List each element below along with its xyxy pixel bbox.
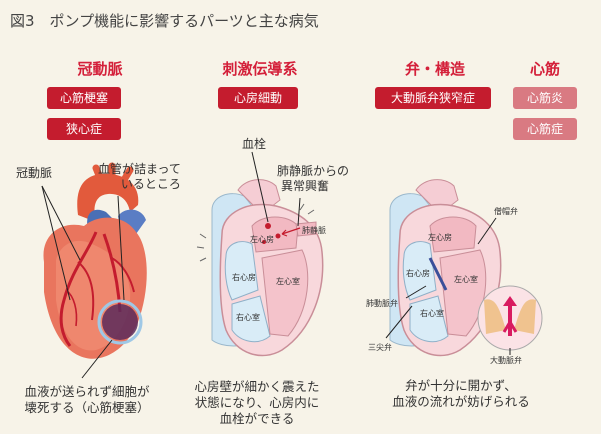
label-pulmonary-vein-2: 肺静脈 <box>302 226 326 235</box>
label-right-atrium-2: 右心房 <box>232 273 256 282</box>
section-heading-valve: 弁・構造 <box>404 60 465 78</box>
section-heading-muscle: 心筋 <box>529 60 560 78</box>
disease-badge-cardiomyopathy: 心筋症 <box>513 118 577 140</box>
label-blockage: 血管が詰まって いるところ <box>98 162 181 191</box>
caption-afib: 心房壁が細かく震えた 状態になり、心房内に 血栓ができる <box>194 379 320 426</box>
label-right-atrium-3: 右心房 <box>406 269 430 278</box>
label-coronary-artery: 冠動脈 <box>16 166 53 180</box>
label-left-ventricle-2: 左心室 <box>276 277 300 286</box>
figure-title: 図3 ポンプ機能に影響するパーツと主な病気 <box>10 12 319 30</box>
caption-valve: 弁が十分に開かず、 血液の流れが妨げられる <box>392 378 530 409</box>
section-heading-coronary: 冠動脈 <box>77 60 123 78</box>
label-pulmonary-valve: 肺動脈弁 <box>366 299 398 308</box>
label-right-ventricle-2: 右心室 <box>236 313 260 322</box>
section-heading-conduction: 刺激伝導系 <box>222 60 298 78</box>
caption-coronary: 血液が送られず細胞が 壊死する（心筋梗塞） <box>24 384 150 415</box>
label-left-atrium-3: 左心房 <box>428 233 452 242</box>
disease-badge-afib: 心房細動 <box>218 87 298 109</box>
disease-badge-angina: 狭心症 <box>47 118 121 140</box>
label-abnormal-excitation: 肺静脈からの 異常興奮 <box>277 164 350 193</box>
disease-badge-myocarditis: 心筋炎 <box>513 87 577 109</box>
label-clot: 血栓 <box>242 137 267 151</box>
disease-badge-aortic-stenosis: 大動脈弁狭窄症 <box>375 87 491 109</box>
label-right-ventricle-3: 右心室 <box>420 309 444 318</box>
label-left-ventricle-3: 左心室 <box>454 275 478 284</box>
label-tricuspid-valve: 三尖弁 <box>368 343 392 352</box>
label-mitral-valve: 僧帽弁 <box>494 207 518 216</box>
label-left-atrium-2: 左心房 <box>250 235 274 244</box>
disease-badge-mi: 心筋梗塞 <box>47 87 121 109</box>
label-aortic-valve: 大動脈弁 <box>490 356 522 365</box>
